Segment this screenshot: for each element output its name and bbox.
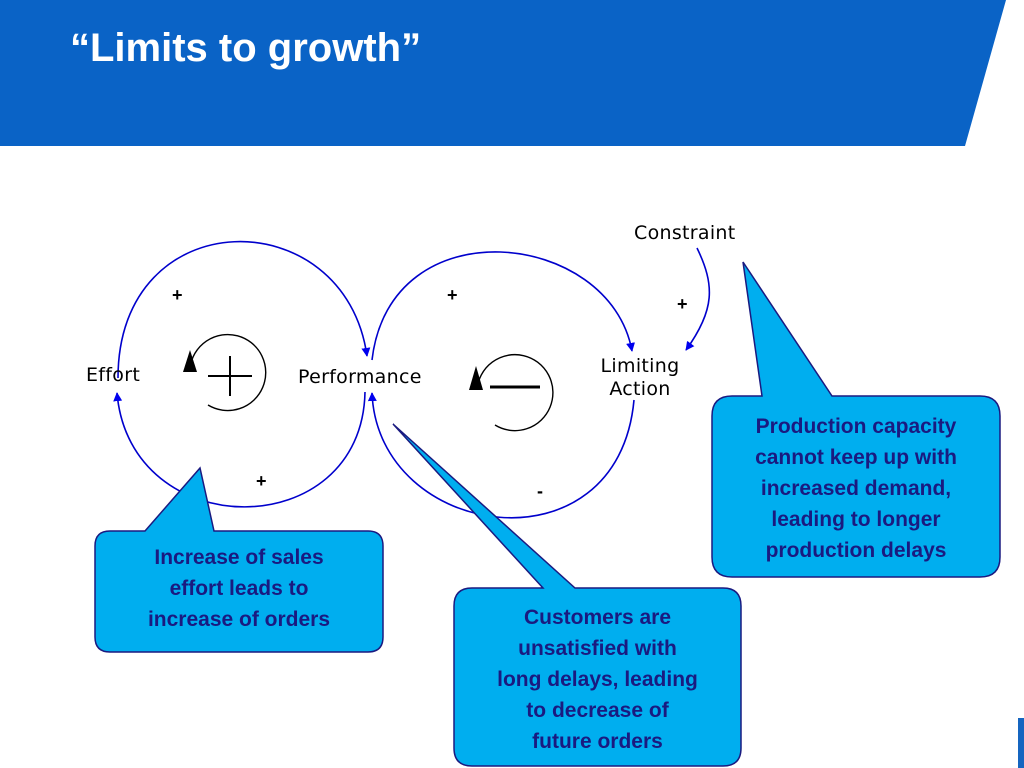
node-constraint: Constraint — [634, 222, 736, 244]
callout-line: to decrease of — [526, 699, 669, 722]
sign-effort-to-performance: + — [172, 285, 183, 305]
callout-production: Production capacity cannot keep up with … — [715, 411, 997, 566]
callout-line: Production capacity — [755, 415, 957, 438]
sign-performance-to-limiting: + — [447, 285, 458, 305]
callout-line: leading to longer — [771, 508, 941, 531]
callout-line: cannot keep up with — [755, 446, 957, 469]
node-limiting-action-line1: Limiting — [600, 355, 680, 377]
node-limiting-action: Limiting Action — [590, 355, 690, 401]
node-effort: Effort — [86, 364, 141, 386]
reinforcing-loop-icon — [183, 333, 267, 412]
callout-customers-shape — [392, 423, 742, 767]
sign-constraint-to-limiting: + — [677, 294, 688, 314]
callout-line: future orders — [532, 730, 663, 753]
callout-line: increase of orders — [147, 608, 331, 631]
node-performance: Performance — [298, 366, 422, 388]
arc-limiting-to-performance — [367, 392, 635, 519]
sign-performance-to-effort: + — [256, 471, 267, 491]
arc-effort-to-performance — [117, 240, 371, 379]
callout-production-shape — [711, 261, 1001, 578]
slide-edge-accent — [1018, 718, 1024, 768]
arc-constraint-to-limiting — [685, 247, 711, 351]
callout-sales-effort-shape — [94, 466, 384, 653]
callout-customers: Customers are unsatisfied with long dela… — [457, 602, 738, 757]
callout-line: long delays, leading — [497, 668, 698, 691]
callout-line: production delays — [765, 539, 947, 562]
callout-line: Increase of sales — [154, 546, 324, 569]
callout-line: Customers are — [523, 606, 672, 629]
callout-line: unsatisfied with — [518, 637, 677, 660]
header-banner — [0, 0, 1006, 146]
callout-line: effort leads to — [169, 577, 309, 600]
sign-limiting-to-performance: - — [537, 481, 543, 501]
callout-line: increased demand, — [760, 477, 952, 500]
arc-performance-to-effort — [113, 391, 366, 508]
node-limiting-action-line2: Action — [609, 378, 671, 400]
balancing-loop-icon — [469, 353, 554, 432]
arc-performance-to-limiting — [371, 251, 635, 361]
slide-title: “Limits to growth” — [70, 26, 422, 70]
callout-sales-effort: Increase of sales effort leads to increa… — [98, 542, 380, 635]
